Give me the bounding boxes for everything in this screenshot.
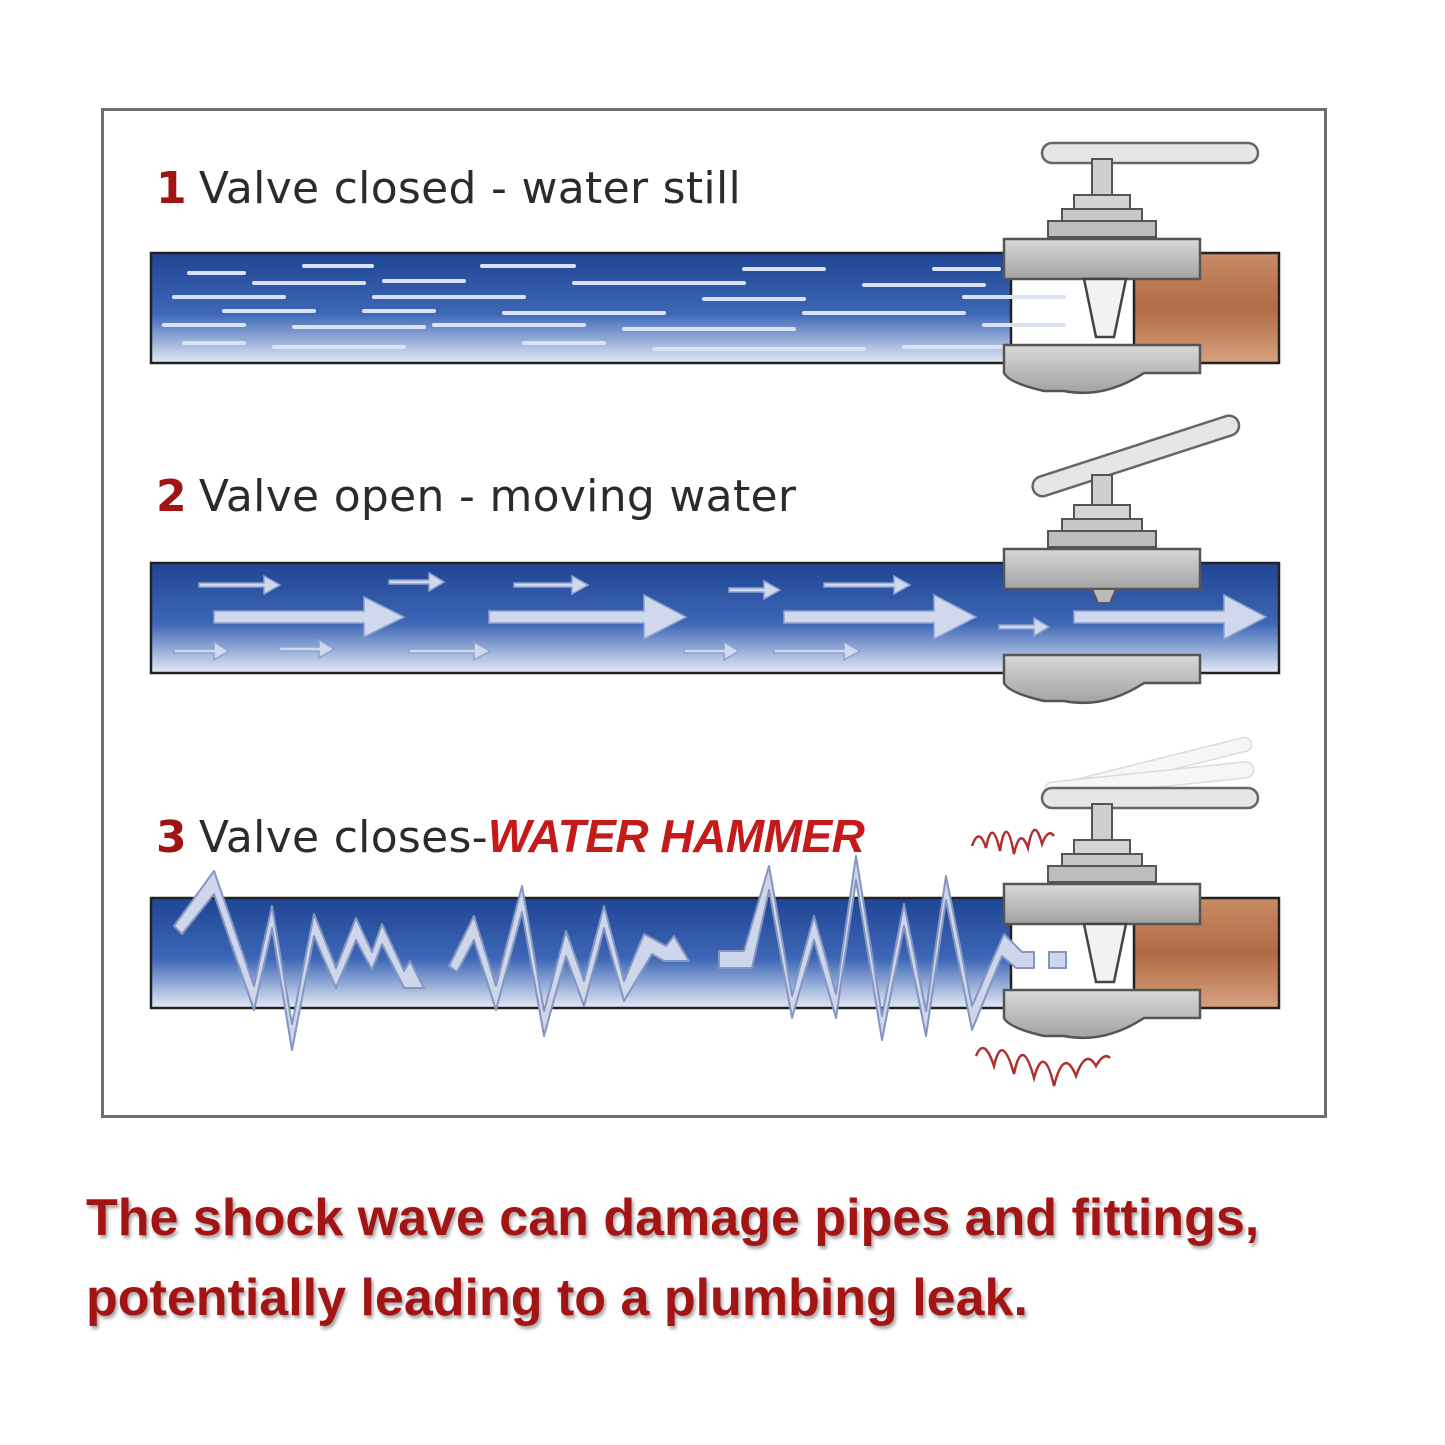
caption-line-2: potentially leading to a plumbing leak. xyxy=(86,1269,1028,1327)
caption-line-1: The shock wave can damage pipes and fitt… xyxy=(86,1189,1260,1247)
diagram-artwork xyxy=(149,141,1281,1087)
panel-1-number: 1 xyxy=(156,163,187,214)
panel-2-number: 2 xyxy=(156,471,187,522)
flow-arrow-icon xyxy=(173,571,1268,662)
panel-2-graphic xyxy=(149,414,1281,705)
valve-handle-1 xyxy=(1040,141,1260,165)
shock-wave-icon xyxy=(173,855,1035,1051)
valve-gate-closed-1 xyxy=(1082,277,1128,339)
vibration-icon xyxy=(970,828,1111,1087)
panel-2-text: Valve open - moving water xyxy=(198,471,797,522)
panel-1-graphic xyxy=(149,141,1281,395)
valve-icon xyxy=(1002,802,1202,1040)
panel-3-number: 3 xyxy=(156,812,187,863)
valve-icon xyxy=(1002,474,1202,705)
caption: The shock wave can damage pipes and fitt… xyxy=(86,1178,1406,1338)
still-water-lines xyxy=(162,264,1066,351)
water-hammer-emphasis: WATER HAMMER xyxy=(487,810,865,862)
panel-1-text: Valve closed - water still xyxy=(198,163,741,214)
panel-3-graphic xyxy=(149,736,1281,1087)
valve-gate-closed-3 xyxy=(1082,922,1128,984)
valve-icon xyxy=(1002,157,1202,395)
panel-3-text: Valve closes- xyxy=(198,812,488,863)
valve-handle-2 xyxy=(1031,414,1241,498)
valve-handle-3 xyxy=(1040,786,1260,810)
